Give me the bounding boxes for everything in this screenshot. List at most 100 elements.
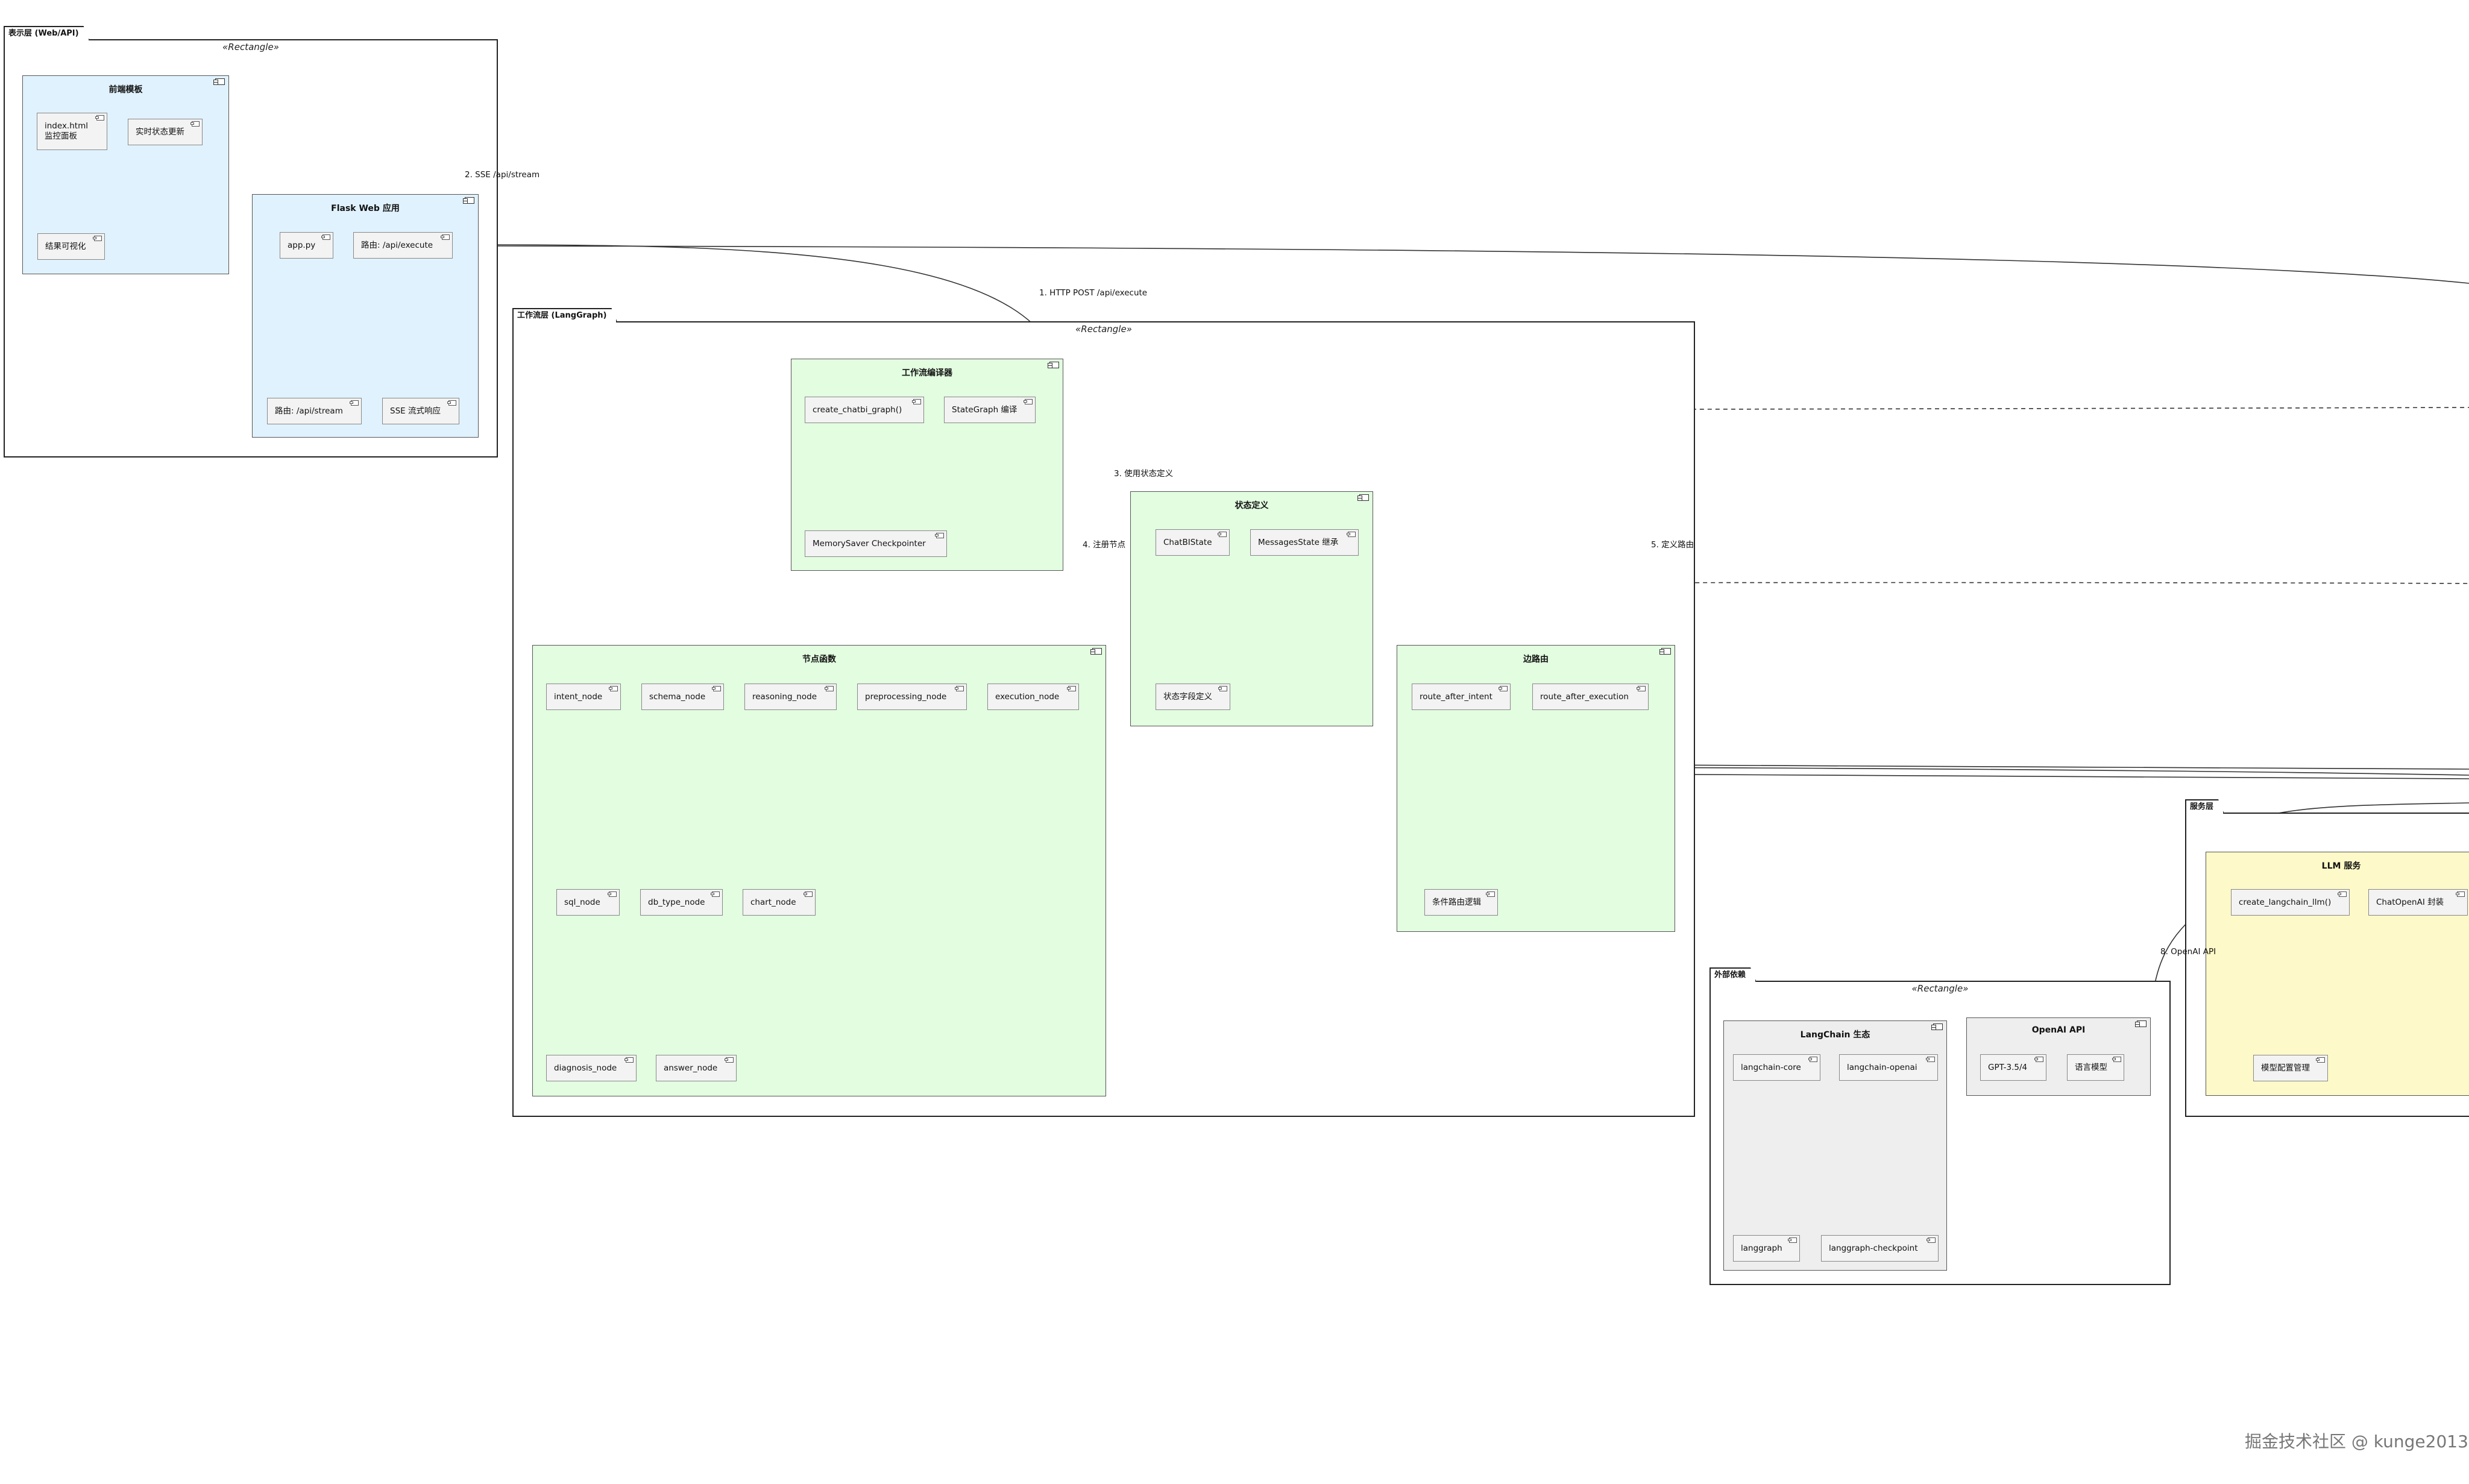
package-presentation-stereotype: «Rectangle» (222, 42, 279, 52)
component-icon (804, 891, 813, 897)
item-diagnosis-node[interactable]: diagnosis_node (546, 1055, 637, 1081)
component-icon (190, 121, 200, 127)
item-messagesstate[interactable]: MessagesState 继承 (1250, 529, 1359, 556)
component-icon (955, 686, 964, 691)
component-icon (935, 533, 944, 538)
component-edges-title: 边路由 (1523, 655, 1549, 664)
item-chatbistate[interactable]: ChatBIState (1156, 529, 1230, 556)
component-icon (463, 197, 474, 204)
component-state-title: 状态定义 (1234, 501, 1269, 511)
component-compiler-title: 工作流编译器 (902, 368, 952, 378)
watermark: 掘金技术社区 @ kunge2013 (2245, 1432, 2468, 1451)
item-memorysaver[interactable]: MemorySaver Checkpointer (805, 530, 947, 557)
component-llm: LLM 服务 (2206, 852, 2469, 1096)
component-icon (608, 891, 617, 897)
item-reasoning-node[interactable]: reasoning_node (744, 684, 837, 710)
item-sql-node[interactable]: sql_node (556, 889, 620, 916)
label-use-state: 3. 使用状态定义 (1114, 469, 1174, 479)
package-external-title: 外部依赖 (1709, 967, 1757, 982)
item-execution-node[interactable]: execution_node (987, 684, 1079, 710)
item-result-visualization[interactable]: 结果可视化 (37, 233, 105, 260)
package-service-title: 服务层 (2185, 799, 2224, 814)
component-icon (1218, 532, 1227, 537)
item-route-execute[interactable]: 路由: /api/execute (353, 232, 453, 259)
component-llm-title: LLM 服务 (2321, 861, 2361, 871)
item-langchain-openai[interactable]: langchain-openai (1839, 1054, 1938, 1081)
item-conditional-routing[interactable]: 条件路由逻辑 (1424, 889, 1498, 916)
component-icon (1048, 362, 1059, 368)
component-icon (1926, 1237, 1936, 1243)
component-icon (1659, 648, 1671, 655)
item-answer-node[interactable]: answer_node (656, 1055, 737, 1081)
item-create-langchain-llm[interactable]: create_langchain_llm() (2231, 889, 2350, 916)
item-schema-node[interactable]: schema_node (641, 684, 724, 710)
component-icon (213, 78, 225, 85)
component-icon (1499, 686, 1508, 691)
package-presentation-title: 表示层 (Web/API) (4, 26, 90, 40)
component-icon (624, 1057, 634, 1063)
item-preprocessing-node[interactable]: preprocessing_node (857, 684, 967, 710)
component-icon (712, 686, 721, 691)
component-nodes: 节点函数 (532, 645, 1106, 1096)
item-create-chatbi-graph[interactable]: create_chatbi_graph() (805, 397, 924, 423)
item-langchain-core[interactable]: langchain-core (1733, 1054, 1820, 1081)
component-icon (2338, 891, 2347, 897)
item-langgraph-checkpoint[interactable]: langgraph-checkpoint (1821, 1235, 1939, 1262)
item-route-after-execution[interactable]: route_after_execution (1532, 684, 1649, 710)
component-langchain-title: LangChain 生态 (1800, 1030, 1870, 1040)
component-icon (912, 399, 921, 404)
component-icon (1637, 686, 1646, 691)
component-icon (441, 234, 450, 240)
component-icon (609, 686, 618, 691)
component-icon (350, 400, 359, 406)
item-sse-response[interactable]: SSE 流式响应 (382, 398, 459, 424)
item-langgraph[interactable]: langgraph (1733, 1235, 1800, 1262)
component-icon (2456, 891, 2465, 897)
component-icon (725, 1057, 734, 1063)
component-icon (447, 400, 456, 406)
item-realtime-status[interactable]: 实时状态更新 (128, 119, 203, 145)
component-icon (2135, 1020, 2147, 1027)
component-icon (711, 891, 720, 897)
connector-flask-right (482, 245, 2469, 284)
package-external-stereotype: «Rectangle» (1911, 983, 1969, 994)
label-define-routes: 5. 定义路由 (1651, 540, 1694, 550)
component-openai-title: OpenAI API (2031, 1025, 2086, 1035)
label-sse-stream: 2. SSE /api/stream (465, 170, 540, 180)
package-workflow-stereotype: «Rectangle» (1075, 324, 1132, 335)
package-workflow-title: 工作流层 (LangGraph) (512, 308, 617, 322)
item-route-stream[interactable]: 路由: /api/stream (267, 398, 362, 424)
component-icon (93, 236, 102, 241)
item-app-py[interactable]: app.py (280, 232, 333, 259)
item-chatopenai-wrapper[interactable]: ChatOpenAI 封装 (2368, 889, 2468, 916)
item-stategraph-compile[interactable]: StateGraph 编译 (944, 397, 1036, 423)
item-intent-node[interactable]: intent_node (546, 684, 621, 710)
label-register-nodes: 4. 注册节点 (1083, 540, 1126, 550)
component-icon (95, 115, 104, 121)
component-icon (1486, 891, 1495, 897)
component-icon (1067, 686, 1076, 691)
component-icon (825, 686, 834, 691)
component-icon (2034, 1057, 2043, 1062)
component-nodes-title: 节点函数 (802, 655, 836, 664)
item-gpt-model[interactable]: GPT-3.5/4 (1980, 1054, 2046, 1081)
component-icon (1090, 648, 1102, 655)
component-icon (1024, 399, 1033, 404)
item-model-config[interactable]: 模型配置管理 (2253, 1055, 2328, 1081)
component-icon (1931, 1023, 1943, 1030)
item-index-html[interactable]: index.html 监控面板 (37, 113, 107, 150)
label-http-execute: 1. HTTP POST /api/execute (1039, 288, 1148, 298)
item-language-model[interactable]: 语言模型 (2067, 1054, 2124, 1081)
item-state-fields[interactable]: 状态字段定义 (1156, 684, 1230, 710)
item-route-after-intent[interactable]: route_after_intent (1412, 684, 1511, 710)
component-flask-title: Flask Web 应用 (331, 204, 400, 213)
component-icon (321, 234, 330, 240)
item-chart-node[interactable]: chart_node (743, 889, 816, 916)
component-icon (1347, 532, 1356, 537)
component-icon (1808, 1057, 1817, 1062)
label-openai-api: 8. OpenAI API (2160, 947, 2216, 957)
component-frontend-title: 前端模板 (109, 85, 143, 95)
component-icon (1357, 494, 1369, 501)
item-db-type-node[interactable]: db_type_node (640, 889, 723, 916)
